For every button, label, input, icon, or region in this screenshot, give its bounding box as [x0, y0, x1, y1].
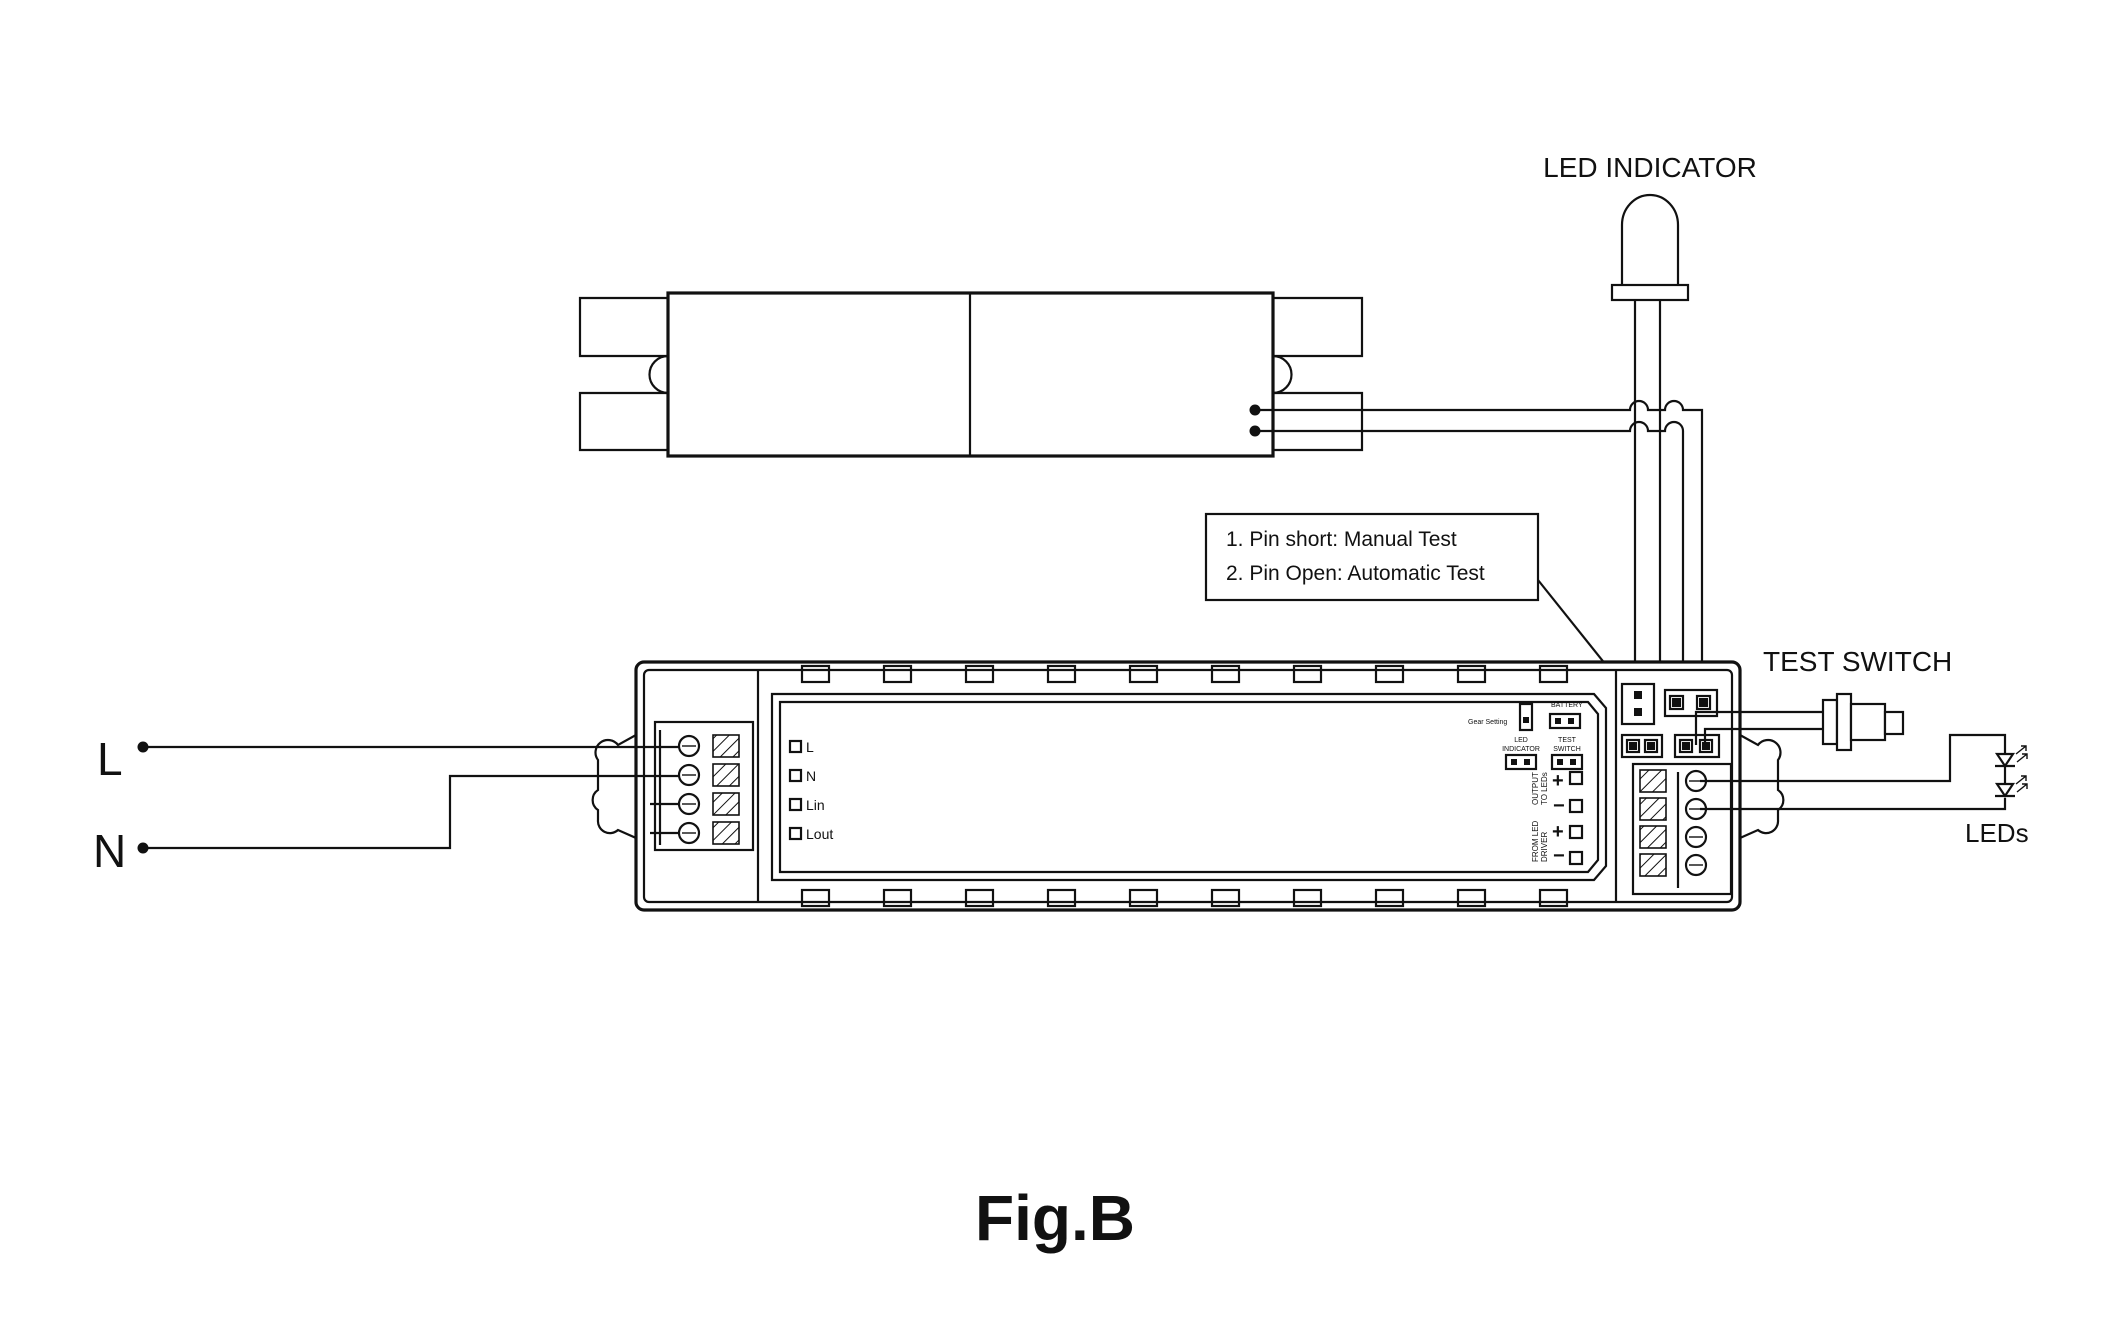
battery-leads [1255, 399, 1704, 700]
input-terminal-block [653, 720, 755, 852]
line-terminal-label: L [97, 733, 123, 785]
output-plus: + [1552, 770, 1564, 792]
note-line-1: 1. Pin short: Manual Test [1226, 528, 1457, 551]
battery-pack [578, 291, 1364, 458]
emergency-module: L N Lin Lout Gear Setting BATTERY LED IN… [591, 660, 1785, 912]
test-switch: TEST SWITCH [1694, 646, 1952, 752]
note-line-2: 2. Pin Open: Automatic Test [1226, 562, 1485, 585]
led-indicator-label: LED INDICATOR [1543, 152, 1757, 183]
test-switch-pcb-bottom: SWITCH [1553, 746, 1581, 753]
output-leds: LEDs [1700, 733, 2029, 848]
pcb-label-n: N [806, 768, 816, 784]
from-driver-label-bottom: DRIVER [1540, 832, 1549, 862]
output-label-bottom: TO LEDs [1540, 772, 1549, 805]
top-vents [800, 664, 1569, 684]
pcb-label-lin: Lin [806, 797, 825, 813]
driver-plus: + [1552, 821, 1564, 843]
neutral-terminal-label: N [93, 825, 126, 877]
leds-label: LEDs [1965, 818, 2029, 848]
pcb-silkscreen: Gear Setting BATTERY LED INDICATOR TEST … [1468, 702, 1584, 867]
driver-minus: − [1553, 845, 1565, 867]
header-connectors [1620, 682, 1721, 759]
led-indicator: LED INDICATOR [1543, 152, 1757, 700]
gear-setting-label: Gear Setting [1468, 719, 1507, 726]
output-label-top: OUTPUT [1531, 772, 1540, 805]
led-indicator-pcb-bottom: INDICATOR [1502, 746, 1540, 753]
led-indicator-pcb-top: LED [1514, 737, 1528, 744]
figure-caption: Fig.B [975, 1182, 1135, 1254]
test-mode-note: 1. Pin short: Manual Test 2. Pin Open: A… [1204, 512, 1631, 696]
test-switch-label: TEST SWITCH [1763, 646, 1952, 677]
mains-input: L N [93, 733, 680, 877]
from-driver-label-top: FROM LED [1531, 820, 1540, 862]
pcb-label-l: L [806, 739, 814, 755]
pcb-terminal-labels: L N Lin Lout [788, 739, 833, 842]
pcb-label-lout: Lout [806, 826, 833, 842]
battery-label: BATTERY [1551, 702, 1583, 709]
output-minus: − [1553, 795, 1565, 817]
output-terminal-block [1631, 762, 1733, 896]
bottom-vents [800, 888, 1569, 908]
test-switch-pcb-top: TEST [1558, 737, 1577, 744]
